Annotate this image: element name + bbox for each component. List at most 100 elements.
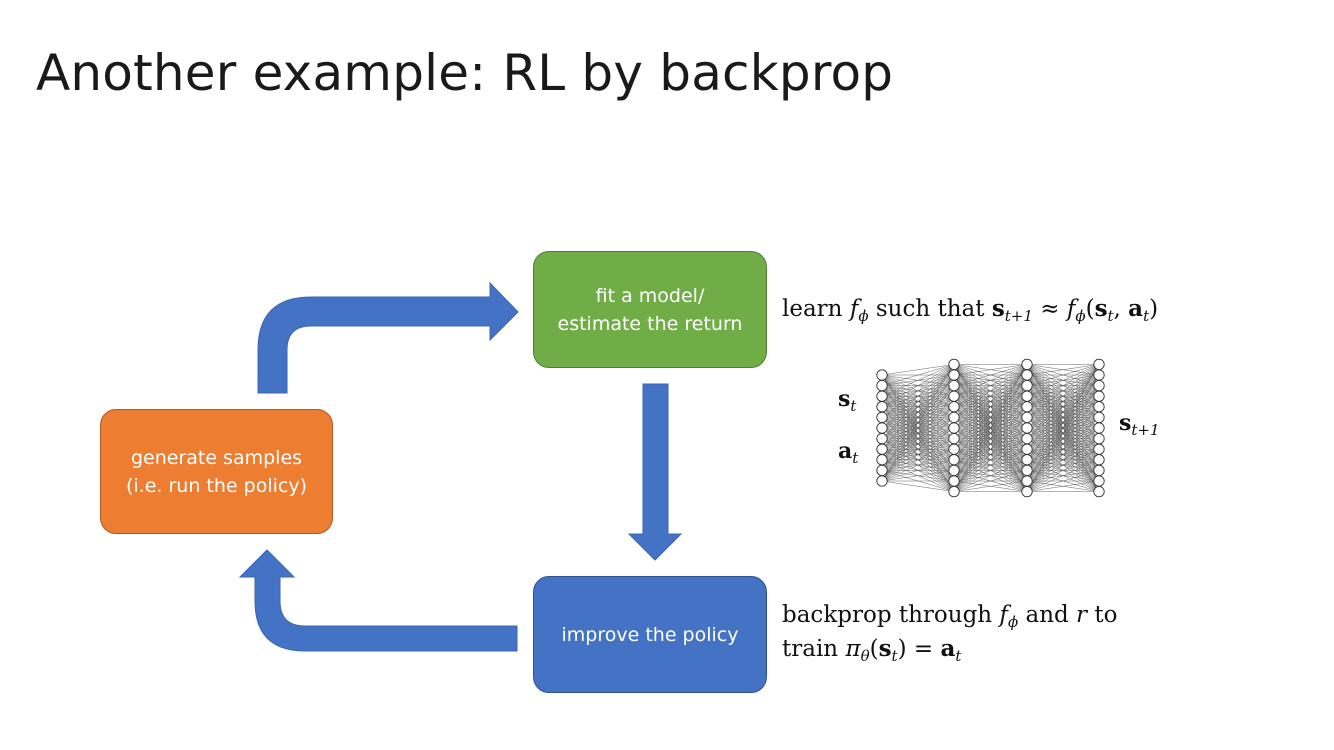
improve-equation-line1: backprop through fϕ and r to [782,602,1118,631]
fit-model-line2: estimate the return [557,312,743,335]
network-connection [881,364,955,460]
network-connection [1026,438,1100,492]
network-connection [953,385,1028,492]
network-connection [1026,427,1100,492]
network-connection [1026,364,1100,429]
fit-model-equation: learn fϕ such that st+1 ≈ fϕ(st, at) [782,295,1159,325]
network-connection [1026,364,1100,439]
neuron-layer-4 [1093,464,1105,477]
fit-model-line1: fit a model/ [595,284,705,307]
neuron-layer-4 [1093,401,1105,413]
neuron-layer-2 [948,432,960,445]
next-state-output-label: st+1 [1119,410,1160,439]
network-connection [953,480,1028,492]
network-connection [881,385,955,482]
network-connection [881,364,955,376]
neuron-layer-2 [948,411,960,424]
neuron-layer-3 [1021,464,1033,477]
neuron-layer-2 [948,454,960,466]
network-connection [881,427,955,482]
neuron-layer-2 [948,464,960,477]
network-connection [1026,364,1100,482]
arrow-generate-to-fit [257,281,519,394]
neuron-layer-2 [948,369,960,381]
neuron-layer-4 [1093,475,1105,487]
network-connection [1026,396,1100,492]
neuron-layer-4 [1093,358,1105,371]
neuron-layer-3 [1021,432,1033,445]
network-connection [881,364,955,450]
network-connection [881,364,955,418]
network-connection [1026,364,1100,471]
neuron-layer-2 [948,390,960,402]
network-connection [953,364,1028,460]
network-connection [881,406,955,482]
network-connection [953,364,1028,482]
neuron-layer-3 [1021,358,1033,371]
network-connection [1026,385,1100,492]
neuron-layer-4 [1093,454,1105,466]
network-connection [1026,364,1100,407]
network-connection [1026,364,1100,450]
network-connection [881,470,955,482]
improve-policy-box: improve the policy [533,576,767,693]
neuron-layer-1 [876,475,888,487]
neuron-layer-1 [876,411,888,424]
neuron-layer-3 [1021,422,1033,434]
network-connection [881,374,955,482]
neuron-layer-2 [948,358,960,371]
neuron-layer-1 [876,443,888,455]
neuron-layer-2 [948,422,960,434]
network-connection [881,396,955,482]
network-connection [1026,364,1100,460]
slide-title: Another example: RL by backprop [36,44,894,102]
improve-policy-equation: backprop through fϕ and r to train πθ(st… [782,598,1117,666]
network-connection [953,364,1028,418]
neuron-layer-4 [1093,432,1105,445]
network-connection [881,438,955,482]
network-connection [881,364,955,397]
neuron-layer-1 [876,390,888,402]
neuron-layer-4 [1093,390,1105,402]
network-connection [881,480,955,492]
network-connection [1026,417,1100,492]
network-connection [953,364,1028,429]
improve-policy-line1: improve the policy [561,623,739,646]
action-input-label: at [838,438,859,467]
arrow-improve-to-generate [238,549,518,652]
arrow-fit-to-improve [627,383,683,561]
neuron-layer-1 [876,422,888,434]
network-connection [1026,364,1100,418]
network-connection [953,438,1028,492]
neuron-layer-2 [948,401,960,413]
network-connection [953,406,1028,492]
network-connection [1026,364,1100,376]
network-connection [1026,459,1100,492]
neuron-layer-1 [876,379,888,392]
network-connection [881,364,955,471]
neuron-layer-2 [948,379,960,392]
network-connection [953,364,1028,492]
neuron-layer-1 [876,454,888,466]
network-connection [953,449,1028,492]
network-connection [1026,364,1100,492]
neuron-layer-4 [1093,379,1105,392]
neuron-layer-4 [1093,411,1105,424]
network-connection [881,364,955,429]
neuron-layer-3 [1021,369,1033,381]
network-connection [953,427,1028,492]
neuron-layer-3 [1021,485,1033,498]
neuron-layer-3 [1021,475,1033,487]
network-connection [953,364,1028,407]
network-connection [881,364,955,407]
fit-model-box: fit a model/ estimate the return [533,251,767,368]
neuron-layer-4 [1093,443,1105,455]
network-connections [881,364,1100,492]
neuron-layer-2 [948,485,960,498]
network-connection [953,364,1028,471]
neuron-layer-1 [876,401,888,413]
network-connection [1026,470,1100,492]
neuron-layer-3 [1021,411,1033,424]
